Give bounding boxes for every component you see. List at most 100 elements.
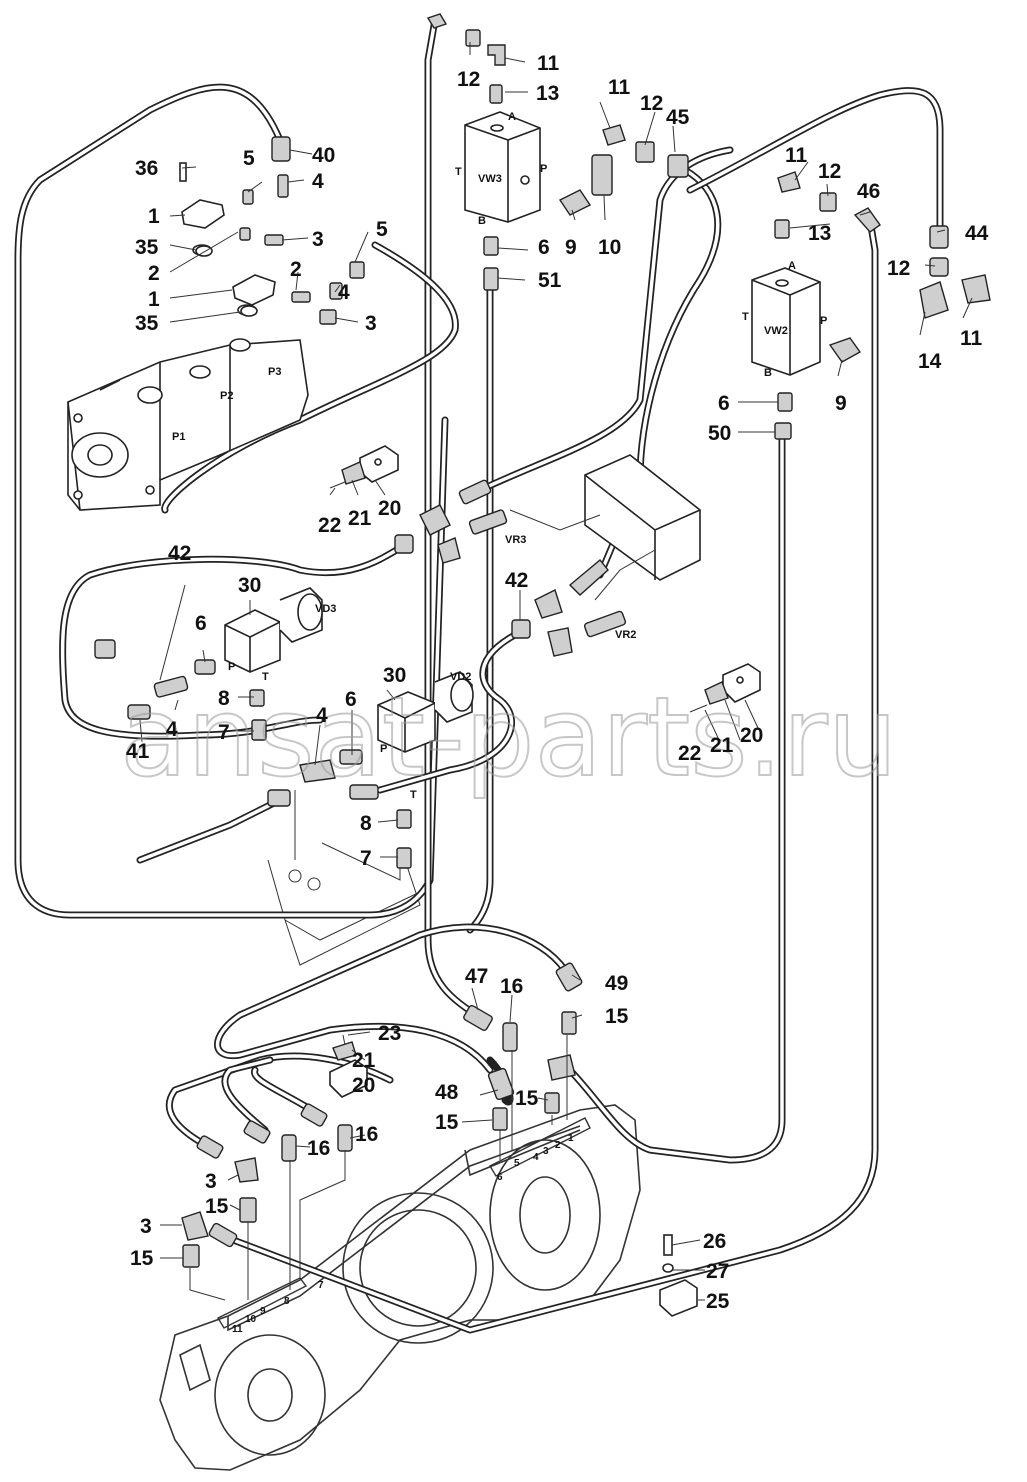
callout-36: 36 bbox=[135, 157, 158, 180]
callout-7: 7 bbox=[360, 847, 372, 870]
callout-8: 8 bbox=[360, 812, 372, 835]
callout-5: 5 bbox=[243, 147, 255, 170]
callout-16: 16 bbox=[500, 975, 523, 998]
hole-3: 3 bbox=[543, 1146, 549, 1157]
vd3-port-p: P bbox=[228, 661, 235, 673]
callout-42: 42 bbox=[505, 569, 528, 592]
callout-15: 15 bbox=[205, 1195, 229, 1218]
callout-30: 30 bbox=[238, 574, 261, 597]
callout-6: 6 bbox=[718, 392, 730, 415]
callout-12: 12 bbox=[640, 92, 663, 115]
callout-20: 20 bbox=[352, 1074, 375, 1097]
callout-3: 3 bbox=[205, 1170, 217, 1193]
callout-9: 9 bbox=[835, 392, 847, 415]
callout-21: 21 bbox=[352, 1049, 376, 1072]
vw3-port-t: T bbox=[455, 166, 462, 178]
callout-3: 3 bbox=[140, 1215, 152, 1238]
callout-25: 25 bbox=[706, 1290, 730, 1313]
callout-12: 12 bbox=[818, 160, 841, 183]
callout-20: 20 bbox=[740, 724, 763, 747]
callout-21: 21 bbox=[348, 507, 372, 530]
valve-vd3: VD3 P T bbox=[94, 587, 336, 741]
vw3-port-a: A bbox=[508, 111, 516, 123]
chassis-frame bbox=[159, 1104, 641, 1471]
pump-p3-tag: P3 bbox=[268, 366, 281, 378]
vw3-port-p: P bbox=[540, 163, 547, 175]
vd2-tag: VD2 bbox=[450, 671, 471, 683]
vr3-tag: VR3 bbox=[505, 534, 526, 546]
callout-26: 26 bbox=[703, 1230, 726, 1253]
vw2-tag: VW2 bbox=[764, 325, 788, 337]
callout-9: 9 bbox=[565, 236, 577, 259]
callout-16: 16 bbox=[307, 1137, 330, 1160]
vw2-port-p: P bbox=[820, 315, 827, 327]
callout-35: 35 bbox=[135, 236, 159, 259]
hole-7: 7 bbox=[318, 1280, 324, 1291]
vw2-port-b: B bbox=[764, 367, 772, 379]
hole-10: 10 bbox=[245, 1314, 257, 1325]
o-rings bbox=[195, 245, 258, 317]
clamps bbox=[329, 445, 761, 1317]
callout-6: 6 bbox=[195, 612, 207, 635]
callout-11: 11 bbox=[785, 144, 808, 167]
engine-outline bbox=[267, 790, 421, 966]
callout-35: 35 bbox=[135, 312, 159, 335]
callout-2: 2 bbox=[148, 262, 160, 285]
callout-5: 5 bbox=[376, 218, 388, 241]
flanges-and-fittings bbox=[179, 136, 365, 325]
hole-2: 2 bbox=[555, 1140, 561, 1151]
fittings-upper-middle bbox=[558, 124, 689, 216]
lower-fittings bbox=[181, 962, 583, 1301]
vd2-port-t: T bbox=[410, 789, 417, 801]
callout-11: 11 bbox=[537, 52, 560, 75]
callout-1: 1 bbox=[148, 205, 160, 228]
callout-1: 1 bbox=[148, 288, 160, 311]
callout-15: 15 bbox=[130, 1247, 154, 1270]
callout-6: 6 bbox=[345, 688, 357, 711]
callout-16: 16 bbox=[355, 1123, 378, 1146]
callout-41: 41 bbox=[126, 740, 150, 763]
callout-15: 15 bbox=[605, 1005, 629, 1028]
callout-6: 6 bbox=[538, 236, 550, 259]
callout-50: 50 bbox=[708, 422, 731, 445]
callout-11: 11 bbox=[608, 76, 631, 99]
hole-5: 5 bbox=[514, 1158, 520, 1169]
callout-13: 13 bbox=[808, 222, 831, 245]
callout-4: 4 bbox=[166, 718, 178, 741]
callout-15: 15 bbox=[435, 1111, 459, 1134]
hose-lines bbox=[14, 16, 944, 1334]
vw3-tag: VW3 bbox=[478, 173, 502, 185]
valve-vw2: VW2 A T P B bbox=[742, 171, 991, 440]
valve-vw3: VW3 A T P B bbox=[426, 13, 547, 291]
tandem-pump: P1 P2 P3 bbox=[67, 338, 309, 511]
callout-15: 15 bbox=[515, 1087, 539, 1110]
callout-11: 11 bbox=[960, 327, 983, 350]
callout-12: 12 bbox=[457, 68, 480, 91]
valve-vd2: VD2 P T bbox=[267, 671, 474, 869]
callout-46: 46 bbox=[857, 180, 880, 203]
callout-27: 27 bbox=[706, 1260, 729, 1283]
control-block bbox=[509, 454, 701, 601]
callout-4: 4 bbox=[338, 281, 350, 304]
callout-20: 20 bbox=[378, 497, 401, 520]
vd3-tag: VD3 bbox=[315, 603, 336, 615]
callout-51: 51 bbox=[538, 269, 562, 292]
callout-numbers: 1 1 2 2 3 3 3 3 4 4 4 4 5 5 6 6 6 6 7 7 … bbox=[126, 52, 989, 1313]
vr2-tag: VR2 bbox=[615, 629, 636, 641]
watermark: ansat-parts.ru bbox=[120, 673, 897, 801]
vw2-port-t: T bbox=[742, 311, 749, 323]
pump-p2-tag: P2 bbox=[220, 390, 233, 402]
hole-4: 4 bbox=[533, 1152, 539, 1163]
callout-23: 23 bbox=[378, 1022, 401, 1045]
hole-1: 1 bbox=[568, 1133, 574, 1144]
callout-14: 14 bbox=[918, 350, 942, 373]
callout-47: 47 bbox=[465, 965, 488, 988]
callout-22: 22 bbox=[318, 514, 341, 537]
callout-45: 45 bbox=[666, 106, 690, 129]
callout-10: 10 bbox=[598, 236, 621, 259]
callout-12: 12 bbox=[887, 257, 910, 280]
callout-7: 7 bbox=[218, 721, 230, 744]
callout-40: 40 bbox=[312, 144, 335, 167]
vd3-port-t: T bbox=[262, 671, 269, 683]
